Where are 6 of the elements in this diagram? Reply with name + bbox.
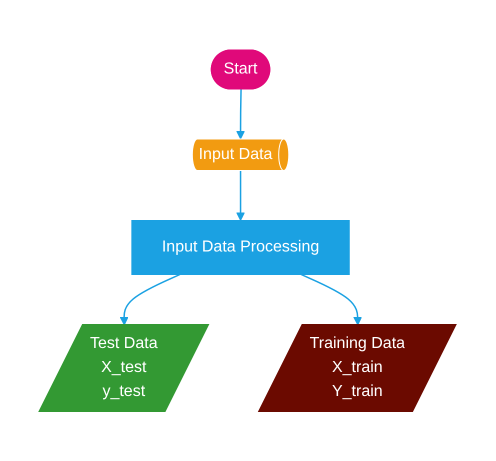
node-box: Input Data Processing: [132, 220, 350, 275]
node-text: Input Data: [199, 146, 273, 162]
arrow: [236, 89, 246, 140]
arrow: [120, 274, 181, 326]
arrow: [236, 170, 246, 221]
arrow: [301, 274, 363, 326]
